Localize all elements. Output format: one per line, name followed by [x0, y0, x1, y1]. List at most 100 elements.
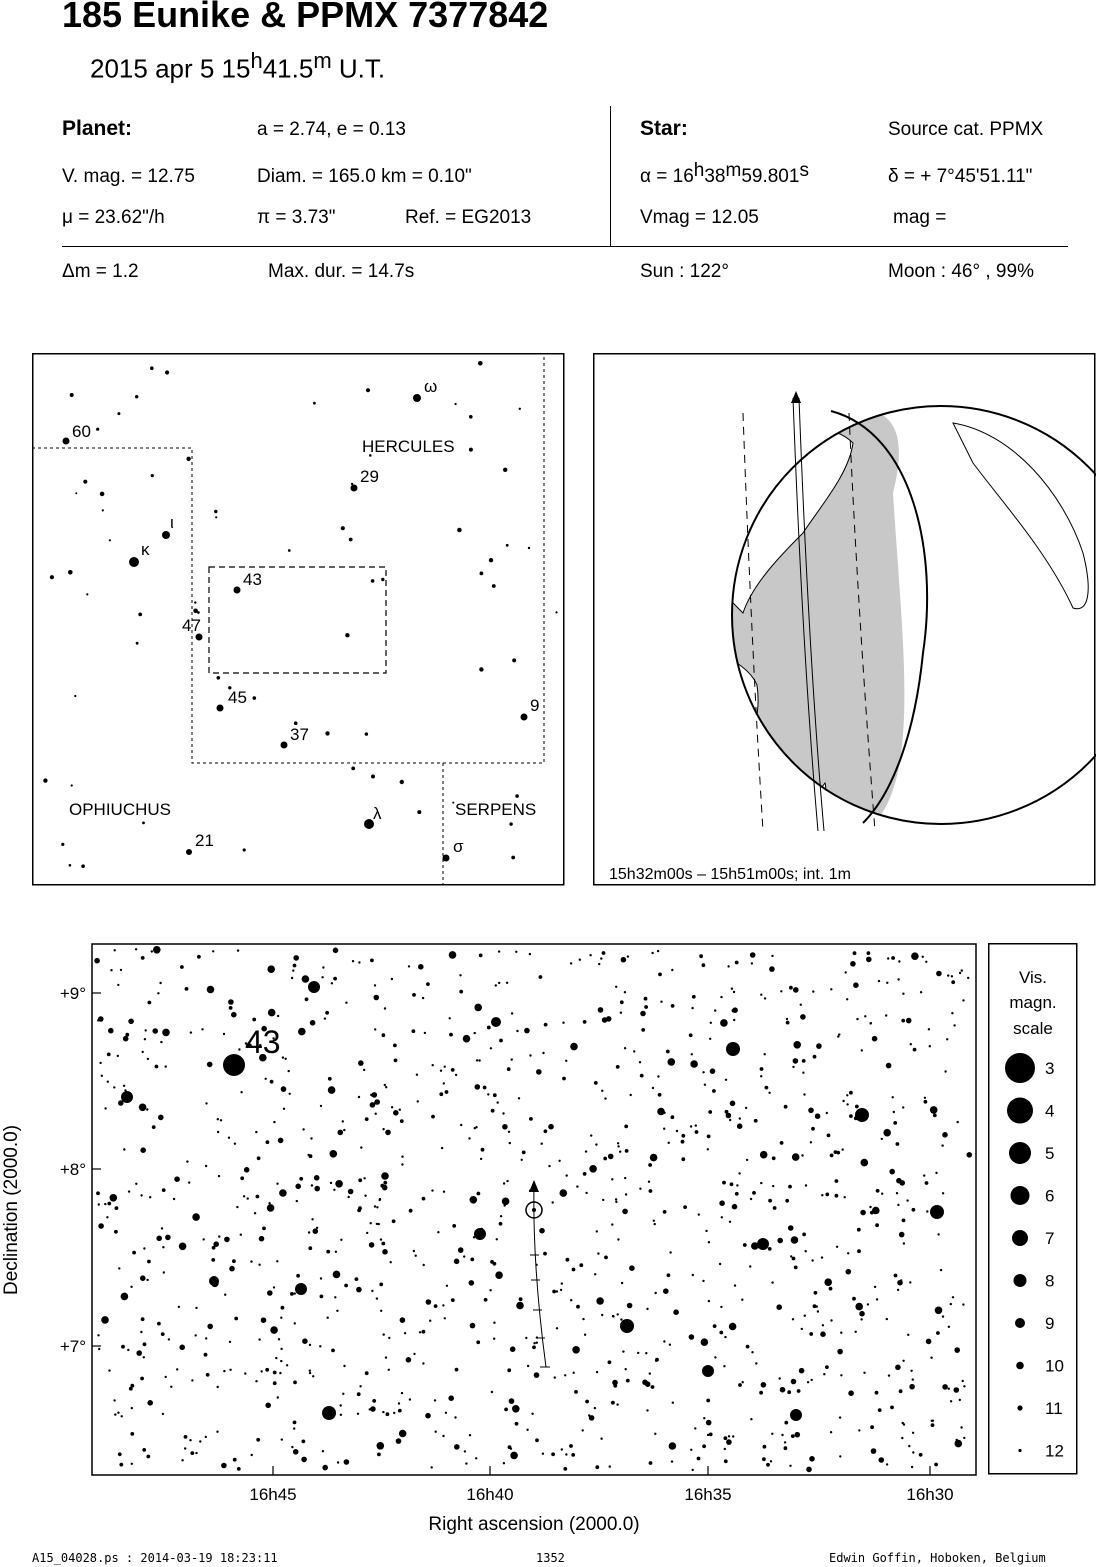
chart-star [660, 1000, 663, 1003]
chart-star [492, 1261, 497, 1266]
chart-star [260, 1317, 267, 1323]
chart-star [502, 1462, 506, 1465]
scale-title-line: magn. [1009, 993, 1056, 1012]
chart-star [279, 1189, 287, 1197]
chart-star [244, 1042, 248, 1045]
chart-star [329, 1150, 338, 1158]
chart-star [494, 984, 497, 987]
chart-star [99, 1061, 102, 1065]
chart-star [110, 969, 113, 972]
chart-star [846, 998, 849, 1001]
chart-star [623, 991, 627, 994]
chart-star [582, 1020, 587, 1024]
chart-star [570, 1042, 578, 1051]
chart-star [524, 1027, 530, 1034]
chart-star [454, 1367, 459, 1372]
star-label: ω [424, 377, 437, 396]
chart-star [616, 1403, 619, 1406]
chart-star [783, 1441, 787, 1444]
finder-star [293, 721, 298, 725]
chart-star [393, 1058, 398, 1063]
chart-star [727, 1435, 731, 1438]
finder-star [518, 407, 521, 410]
chart-star [199, 1440, 202, 1443]
chart-star [221, 1462, 227, 1469]
chart-star [565, 1059, 568, 1062]
chart-star [869, 1022, 873, 1025]
chart-star [582, 1317, 585, 1321]
chart-star [842, 1099, 845, 1103]
chart-star [498, 1221, 503, 1226]
chart-star [130, 1285, 133, 1288]
chart-star [122, 1035, 129, 1042]
chart-star [923, 1099, 928, 1104]
chart-star [709, 1021, 712, 1024]
finder-star [366, 388, 370, 393]
chart-star [442, 1434, 445, 1438]
chart-star [812, 1054, 817, 1059]
chart-star [260, 1370, 263, 1373]
chart-star [701, 963, 706, 968]
chart-star [373, 1205, 377, 1208]
scale-value: 5 [1045, 1144, 1054, 1163]
chart-star [307, 1153, 310, 1157]
chart-star [801, 1059, 806, 1063]
finder-star [216, 676, 221, 680]
scale-dot [1018, 1448, 1022, 1453]
finder-star [70, 784, 73, 787]
chart-star [393, 1043, 397, 1048]
chart-star [535, 1438, 539, 1443]
finder-star [75, 492, 78, 495]
chart-star [474, 1084, 481, 1090]
chart-star [342, 1392, 345, 1395]
chart-star [393, 1411, 396, 1415]
chart-star [706, 1367, 709, 1371]
chart-star [292, 969, 295, 972]
chart-star [791, 1153, 800, 1161]
chart-star [239, 1233, 242, 1236]
chart-star [749, 952, 756, 958]
chart-star [864, 1015, 867, 1018]
chart-star [958, 1398, 961, 1402]
finder-star [478, 361, 483, 366]
chart-star [838, 1033, 841, 1036]
chart-star [708, 1110, 713, 1114]
chart-star [444, 1090, 449, 1094]
chart-star [924, 1181, 929, 1185]
chart-star [947, 974, 950, 977]
chart-star [140, 1376, 145, 1381]
chart-star [459, 989, 464, 994]
chart-star [181, 1459, 184, 1462]
chart-star [885, 1463, 889, 1466]
chart-star [162, 1028, 170, 1037]
finder-star [287, 549, 291, 552]
chart-star [889, 1168, 895, 1175]
chart-star [763, 1053, 766, 1056]
scale-title-line: Vis. [1019, 968, 1047, 987]
chart-star [150, 950, 153, 953]
chart-star [505, 981, 509, 984]
chart-star [391, 1219, 396, 1224]
chart-star [280, 1305, 285, 1310]
chart-star [654, 1359, 658, 1362]
chart-star [538, 975, 543, 979]
chart-star [288, 1092, 291, 1095]
chart-star [124, 1089, 127, 1092]
star-label: κ [141, 540, 150, 559]
chart-star [280, 1438, 283, 1441]
finder-star [142, 821, 145, 825]
chart-star [474, 1228, 486, 1240]
chart-star [98, 1223, 104, 1229]
chart-star [160, 1227, 164, 1230]
finder-star [138, 612, 143, 617]
scale-value: 7 [1045, 1229, 1054, 1248]
chart-star [848, 1390, 854, 1396]
chart-star [725, 1112, 732, 1119]
chart-star [837, 1035, 840, 1038]
chart-star [589, 954, 592, 957]
chart-star [533, 1342, 536, 1345]
chart-star [629, 1265, 635, 1271]
chart-star [954, 1347, 960, 1353]
chart-star [897, 1279, 903, 1286]
chart-star [158, 1114, 164, 1121]
